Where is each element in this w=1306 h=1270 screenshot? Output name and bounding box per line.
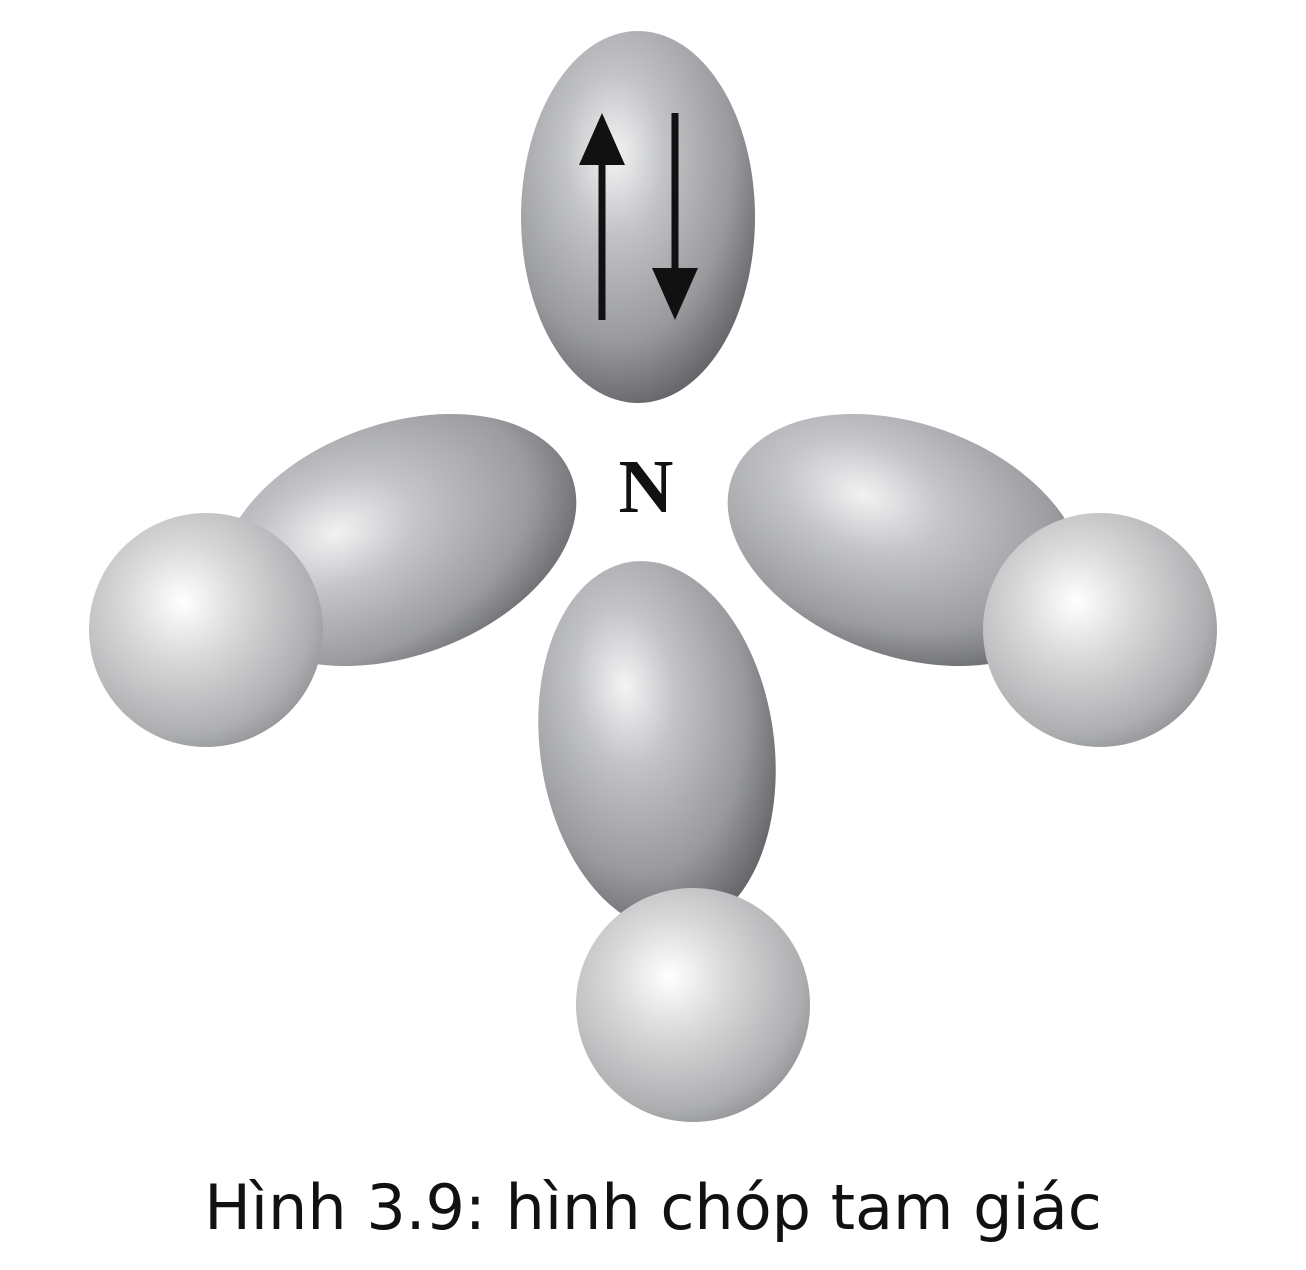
hydrogen-sphere-right bbox=[983, 513, 1217, 747]
hydrogen-sphere-left bbox=[89, 513, 323, 747]
electron-down-arrow bbox=[652, 113, 698, 320]
bond-lobe-bottom bbox=[538, 561, 776, 931]
central-atom-label: N bbox=[619, 445, 674, 529]
lone-pair-lobe bbox=[521, 31, 755, 403]
molecular-geometry-diagram: N bbox=[89, 31, 1217, 1122]
hydrogen-sphere-bottom bbox=[576, 888, 810, 1122]
figure-caption: Hình 3.9: hình chóp tam giác bbox=[204, 1171, 1102, 1244]
electron-up-arrow bbox=[579, 113, 625, 320]
